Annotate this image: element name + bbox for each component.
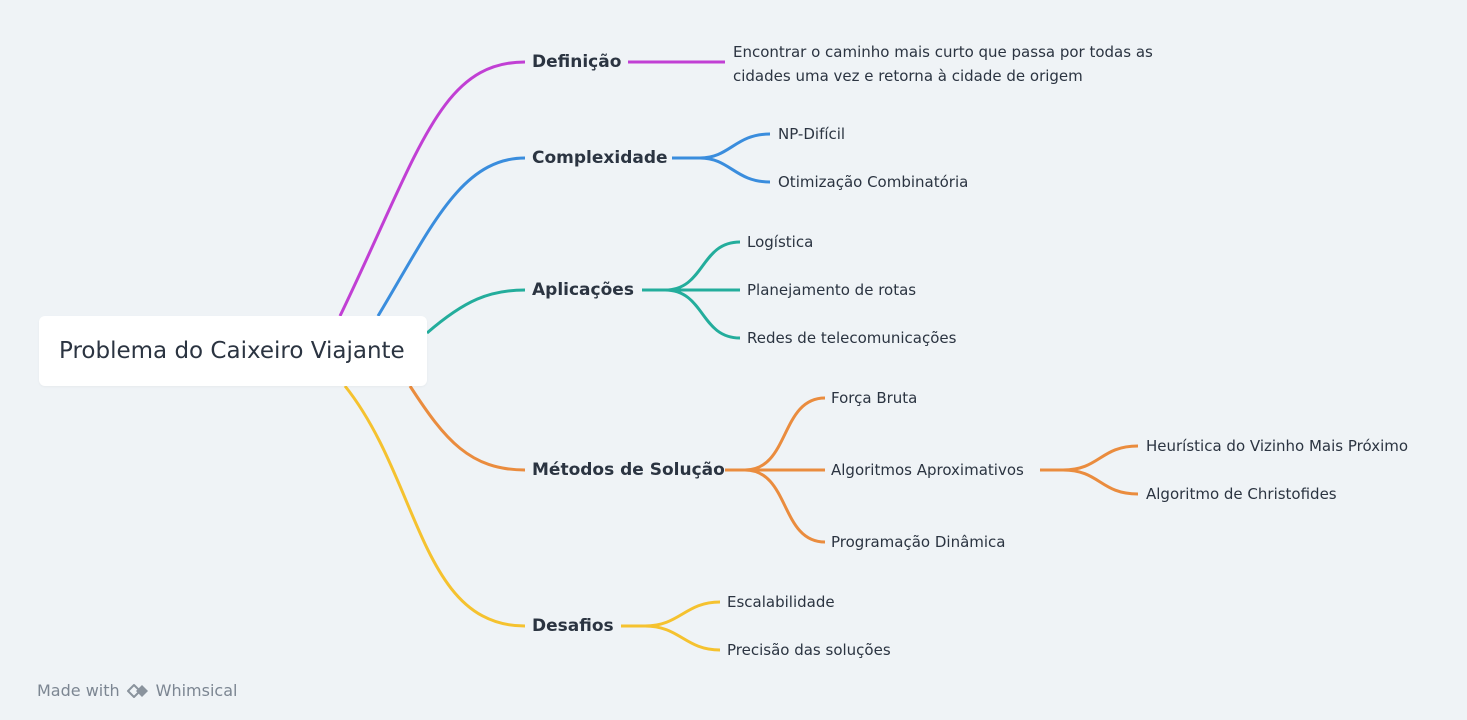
branch-desafios[interactable]: Desafios bbox=[532, 616, 614, 636]
connector-logistica bbox=[642, 240, 741, 292]
footer-made-with: Made with bbox=[37, 681, 120, 700]
connector-complexidade bbox=[376, 156, 526, 317]
node-heuristica-vizinho[interactable]: Heurística do Vizinho Mais Próximo bbox=[1146, 437, 1409, 455]
node-precisao-solucoes[interactable]: Precisão das soluções bbox=[727, 641, 891, 659]
connector-desafios bbox=[343, 385, 526, 628]
definicao-line-2: cidades uma vez e retorna à cidade de or… bbox=[733, 67, 1083, 85]
connector-redes bbox=[664, 288, 741, 340]
connector-metodos bbox=[408, 385, 526, 472]
node-np-dificil[interactable]: NP-Difícil bbox=[778, 125, 846, 143]
branch-aplicacoes[interactable]: Aplicações bbox=[532, 280, 634, 300]
connector-definicao bbox=[338, 60, 526, 317]
definicao-line-1: Encontrar o caminho mais curto que passa… bbox=[733, 43, 1153, 61]
connector-precisao bbox=[644, 624, 721, 652]
node-logistica[interactable]: Logística bbox=[747, 233, 814, 251]
connector-aplicacoes bbox=[426, 288, 526, 335]
branch-metodos[interactable]: Métodos de Solução bbox=[532, 460, 725, 480]
definicao-description[interactable]: Encontrar o caminho mais curto que passa… bbox=[733, 40, 1153, 88]
node-algoritmo-christofides[interactable]: Algoritmo de Christofides bbox=[1146, 485, 1337, 503]
node-redes-telecomunicacoes[interactable]: Redes de telecomunicações bbox=[747, 329, 957, 347]
connector-heuristica bbox=[1040, 444, 1139, 472]
node-otimizacao-combinatoria[interactable]: Otimização Combinatória bbox=[778, 173, 969, 191]
node-forca-bruta[interactable]: Força Bruta bbox=[831, 389, 918, 407]
connector-christofides bbox=[1062, 468, 1139, 496]
root-label: Problema do Caixeiro Viajante bbox=[59, 338, 405, 364]
root-node[interactable] bbox=[39, 316, 427, 386]
branch-definicao[interactable]: Definição bbox=[532, 52, 622, 72]
footer-watermark[interactable]: Made with Whimsical bbox=[37, 681, 237, 700]
node-escalabilidade[interactable]: Escalabilidade bbox=[727, 593, 835, 611]
node-programacao-dinamica[interactable]: Programação Dinâmica bbox=[831, 533, 1006, 551]
connector-programacao bbox=[744, 468, 826, 544]
branch-complexidade[interactable]: Complexidade bbox=[532, 148, 668, 168]
whimsical-logo-icon bbox=[126, 683, 148, 698]
connector-forca-bruta bbox=[725, 396, 826, 472]
connector-np-dificil bbox=[672, 132, 771, 160]
connector-otimizacao bbox=[699, 156, 771, 184]
footer-brand: Whimsical bbox=[155, 681, 238, 700]
node-algoritmos-aproximativos[interactable]: Algoritmos Aproximativos bbox=[831, 461, 1024, 479]
connector-escalabilidade bbox=[621, 600, 721, 628]
node-planejamento-rotas[interactable]: Planejamento de rotas bbox=[747, 281, 917, 299]
